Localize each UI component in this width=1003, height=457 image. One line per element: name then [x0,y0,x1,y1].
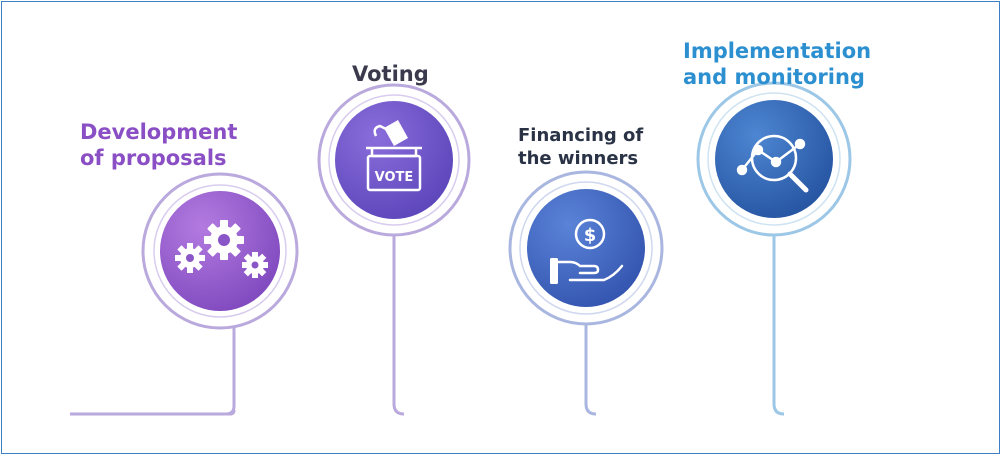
step-2-stem [392,235,405,416]
step-2-label: Voting [352,62,429,88]
step-2-circle [335,101,453,219]
step-3-label-line2: the winners [518,148,639,170]
step-1-label-line1: Development [80,120,238,144]
step-4-label-line2: and monitoring [683,65,865,90]
step-1-label-line2: of proposals [80,145,227,170]
svg-text:VOTE: VOTE [375,170,414,185]
step-financing: $ [508,170,664,416]
step-4-label: Implementation and monitoring [683,38,871,91]
step-voting: VOTE [317,83,471,416]
step-3-label: Financing of the winners [518,124,643,171]
magnifier-chart-icon [736,134,809,193]
step-2-label-line1: Voting [352,62,429,86]
step-1-stem [70,325,236,416]
step-1-label: Development of proposals [80,120,237,171]
step-4-label-line1: Implementation [683,39,872,63]
gears-icon [175,220,268,278]
svg-text:$: $ [584,225,597,246]
step-development [70,172,299,416]
hand-coin-icon: $ [550,218,624,284]
ballot-box-icon: VOTE [366,120,422,192]
step-3-label-line1: Financing of [518,125,644,146]
step-implementation [696,81,852,416]
step-3-stem [584,323,597,416]
step-4-stem [772,234,785,416]
